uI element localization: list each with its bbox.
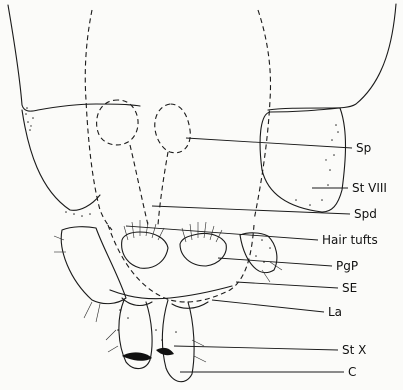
label-st-x: St X <box>342 343 366 357</box>
body-outline-right <box>268 4 396 110</box>
label-hair-tufts: Hair tufts <box>322 233 378 247</box>
label-pgp: PgP <box>336 259 358 273</box>
label-c: C <box>348 365 356 379</box>
sternite-x-mark <box>122 352 152 360</box>
spermathecal-duct-right <box>158 152 168 225</box>
hair-tufts-strokes <box>54 220 282 362</box>
pregenital-plate-right <box>240 233 277 273</box>
spermatheca-right <box>155 104 191 153</box>
sternite-x-mark-right <box>156 348 174 355</box>
label-sp: Sp <box>356 141 371 155</box>
labia <box>122 298 208 308</box>
label-la: La <box>328 305 342 319</box>
label-st-viii: St VIII <box>352 181 387 195</box>
hair-tuft-pad-left <box>122 232 168 268</box>
body-outline-left <box>8 5 140 111</box>
lobe-right <box>162 300 194 382</box>
stippling <box>25 107 339 341</box>
leader-lines <box>126 138 352 372</box>
dashed-internal-right <box>254 10 271 220</box>
spermatheca-left <box>97 100 138 145</box>
sternite-viii-left <box>22 110 100 210</box>
label-spd: Spd <box>354 207 377 221</box>
sternite-viii-right <box>260 108 345 212</box>
spermathecal-duct-left <box>130 145 148 225</box>
hair-tuft-pad-right <box>180 233 226 266</box>
label-se: SE <box>342 281 357 295</box>
